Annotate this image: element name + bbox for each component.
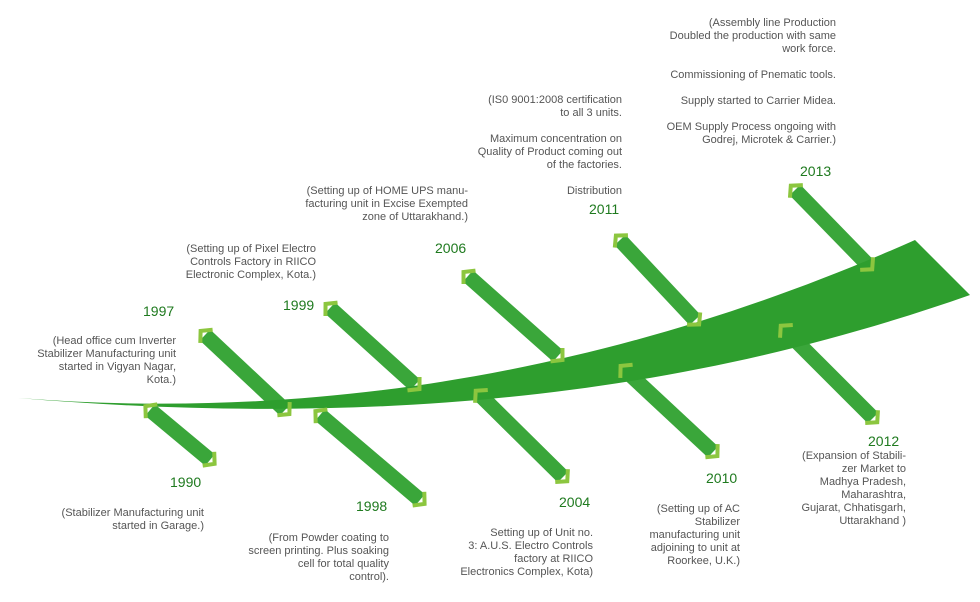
milestone-note-1999: (Setting up of Pixel Electro Controls Fa… xyxy=(185,243,316,281)
year-label-2011: 2011 xyxy=(589,201,620,217)
branch-cap-2013-start xyxy=(787,183,803,198)
branch-cap-1997-end xyxy=(277,402,292,418)
branch-cap-1998-end xyxy=(412,491,427,508)
year-label-1999: 1999 xyxy=(283,297,315,313)
branch-2013 xyxy=(789,184,874,271)
milestone-note-2013: (Assembly line Production Doubled the pr… xyxy=(666,17,836,146)
branch-1997 xyxy=(199,329,291,416)
branch-2010 xyxy=(619,364,719,458)
milestone-note-1990: (Stabilizer Manufacturing unit started i… xyxy=(61,507,204,532)
timeline-caps xyxy=(143,183,880,508)
year-label-2006: 2006 xyxy=(435,240,467,256)
milestone-note-2012: (Expansion of Stabili- zer Market to Mad… xyxy=(801,450,906,527)
year-label-1990: 1990 xyxy=(170,474,202,490)
branch-2011 xyxy=(614,234,701,326)
branch-cap-2010-start xyxy=(618,362,633,378)
year-label-2010: 2010 xyxy=(706,470,738,486)
branch-cap-2011-end xyxy=(687,312,703,327)
branch-cap-2011-start xyxy=(612,233,628,248)
year-label-2013: 2013 xyxy=(800,163,832,179)
year-label-1998: 1998 xyxy=(356,498,388,514)
year-label-1997: 1997 xyxy=(143,303,175,319)
milestone-note-1990-below: (Head office cum Inverter Stabilizer Man… xyxy=(37,335,176,386)
branch-cap-2010-end xyxy=(705,444,720,460)
year-label-2012: 2012 xyxy=(868,433,900,449)
branch-cap-2012-end xyxy=(865,410,880,425)
branch-cap-1999-end xyxy=(407,376,422,393)
branch-2006 xyxy=(463,270,563,362)
year-label-2004: 2004 xyxy=(559,494,591,510)
milestone-note-2011: (IS0 9001:2008 certification to all 3 un… xyxy=(477,94,622,197)
branch-cap-1990-start xyxy=(143,402,158,419)
timeline-branches xyxy=(145,184,879,506)
branch-cap-2004-end xyxy=(555,469,570,484)
branch-cap-2013-end xyxy=(860,257,876,272)
milestone-note-2006: (Setting up of HOME UPS manu- facturing … xyxy=(305,185,468,223)
branch-cap-1999-start xyxy=(323,300,338,317)
milestone-note-1998: (From Powder coating to screen printing.… xyxy=(248,532,389,583)
milestone-note-2004: Setting up of Unit no. 3: A.U.S. Electro… xyxy=(460,527,593,578)
branch-cap-1997-start xyxy=(198,327,213,343)
branch-cap-2006-start xyxy=(461,268,476,285)
branch-cap-2006-end xyxy=(550,347,565,364)
branch-cap-1990-end xyxy=(202,451,217,468)
branch-1999 xyxy=(324,302,421,391)
branch-1998 xyxy=(315,409,425,506)
branch-cap-2004-start xyxy=(473,388,488,403)
branch-2004 xyxy=(474,389,569,483)
branch-1990 xyxy=(145,404,215,466)
branch-cap-2012-start xyxy=(778,323,793,338)
milestone-note-2010: (Setting up of AC Stabilizer manufacturi… xyxy=(649,503,741,567)
branch-cap-1998-start xyxy=(313,407,328,424)
